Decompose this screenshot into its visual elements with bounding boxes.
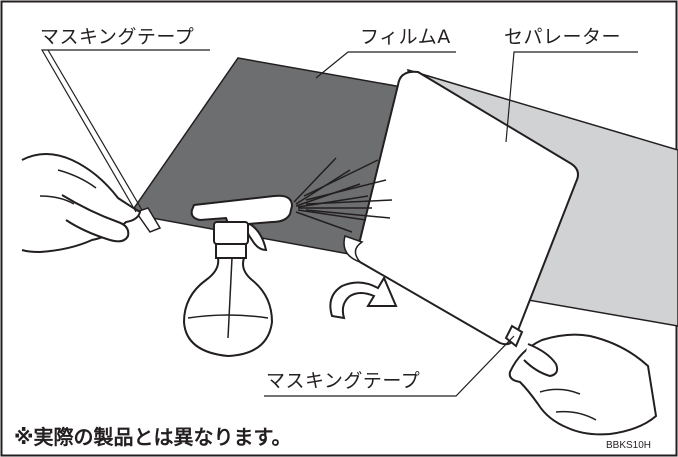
hand-icon [504,324,658,436]
spray-mist [293,157,393,233]
figure-code: BBKS10H [606,440,652,451]
masking-tape-strip-left [134,207,162,233]
leader-lines [40,49,638,397]
label-film: フィルムA [360,26,451,48]
leader-tape-top [40,49,210,213]
film-curl [343,235,364,264]
leader-separator [505,51,638,143]
label-masking-tape-bottom: マスキングテープ [266,370,421,392]
leader-film [315,51,456,79]
hand-icon [21,153,142,254]
disclaimer-note: ※実際の製品とは異なります。 [14,425,292,449]
label-masking-tape-top: マスキングテープ [40,26,195,48]
curved-arrow-icon [329,275,398,320]
leader-tape-bottom [264,335,515,397]
spray-bottle-icon [182,194,294,358]
label-separator: セパレーター [504,26,622,48]
